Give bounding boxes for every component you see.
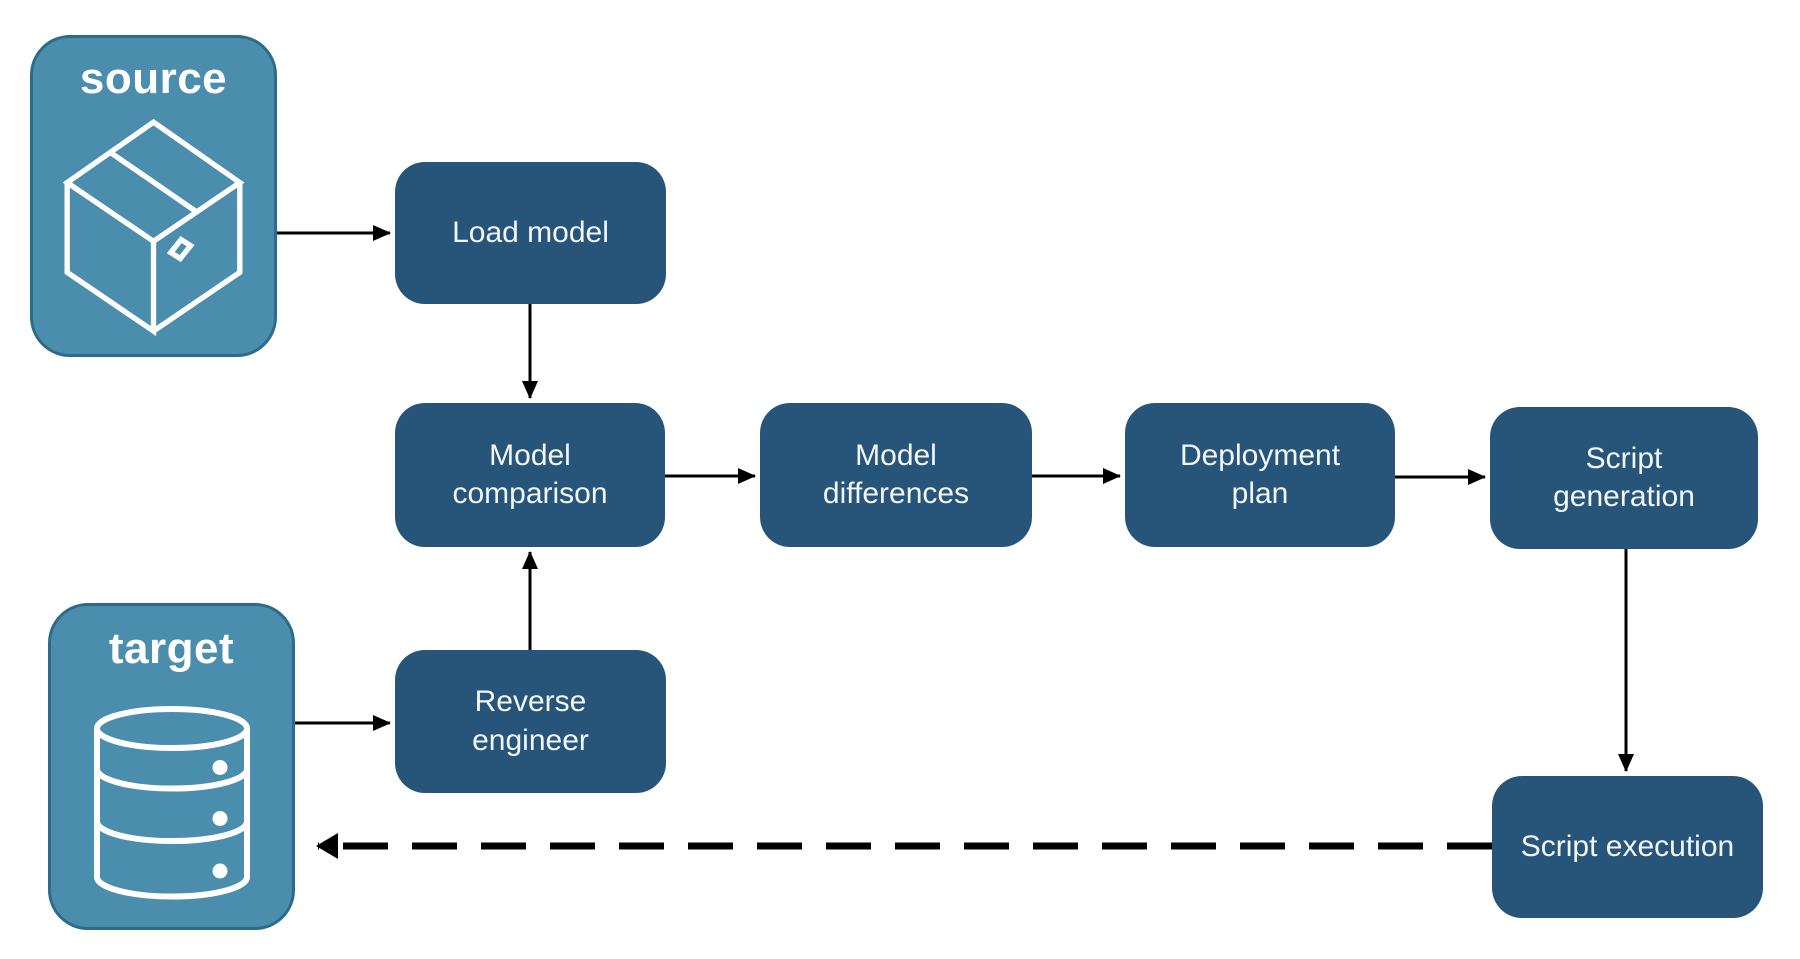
source-entity: source — [30, 35, 277, 357]
node-model-differences: Model differences — [760, 403, 1032, 547]
node-deployment-plan: Deployment plan — [1125, 403, 1395, 547]
node-load-model: Load model — [395, 162, 666, 304]
database-icon — [93, 705, 250, 900]
source-label: source — [79, 54, 228, 103]
target-label: target — [108, 624, 235, 673]
node-script-generation: Script generation — [1490, 407, 1758, 549]
package-icon — [62, 118, 245, 336]
node-script-execution: Script execution — [1492, 776, 1763, 918]
target-entity: target — [48, 603, 295, 930]
node-reverse-engineer: Reverse engineer — [395, 650, 666, 793]
node-model-comparison: Model comparison — [395, 403, 665, 547]
